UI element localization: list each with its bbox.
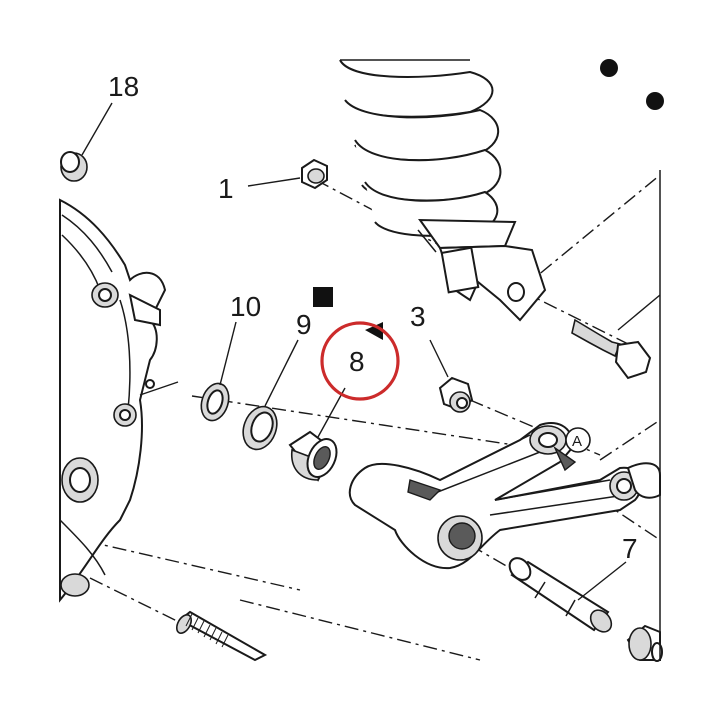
shock-bolt <box>571 294 661 380</box>
linkage-arm: A <box>348 422 661 570</box>
callout-18: 18 <box>108 71 139 102</box>
frame-edges <box>659 170 661 660</box>
marker-dots <box>600 59 664 110</box>
part-10-seal: 10 <box>200 291 261 422</box>
square-markers <box>313 287 383 340</box>
callout-1: 1 <box>218 173 234 204</box>
threaded-stud <box>175 610 268 662</box>
reference-mark-A: A <box>572 433 582 450</box>
part-9-washer: 9 <box>242 309 312 451</box>
callout-7: 7 <box>622 533 638 564</box>
callout-9: 9 <box>296 309 312 340</box>
highlight-circle <box>320 321 400 401</box>
part-18-cap: 18 <box>60 71 139 182</box>
bottom-bushing <box>626 624 663 662</box>
part-1-nut: 1 <box>218 158 328 204</box>
part-3-nut: 3 <box>410 301 474 413</box>
part-7-pin: 7 <box>508 533 638 633</box>
callout-8: 8 <box>349 346 365 377</box>
shock-absorber <box>339 59 547 322</box>
reference-mark-circle <box>565 427 591 453</box>
callout-10: 10 <box>230 291 261 322</box>
callout-3: 3 <box>410 301 426 332</box>
frame-housing <box>59 198 179 603</box>
part-8-bushing: 8 <box>288 321 400 482</box>
